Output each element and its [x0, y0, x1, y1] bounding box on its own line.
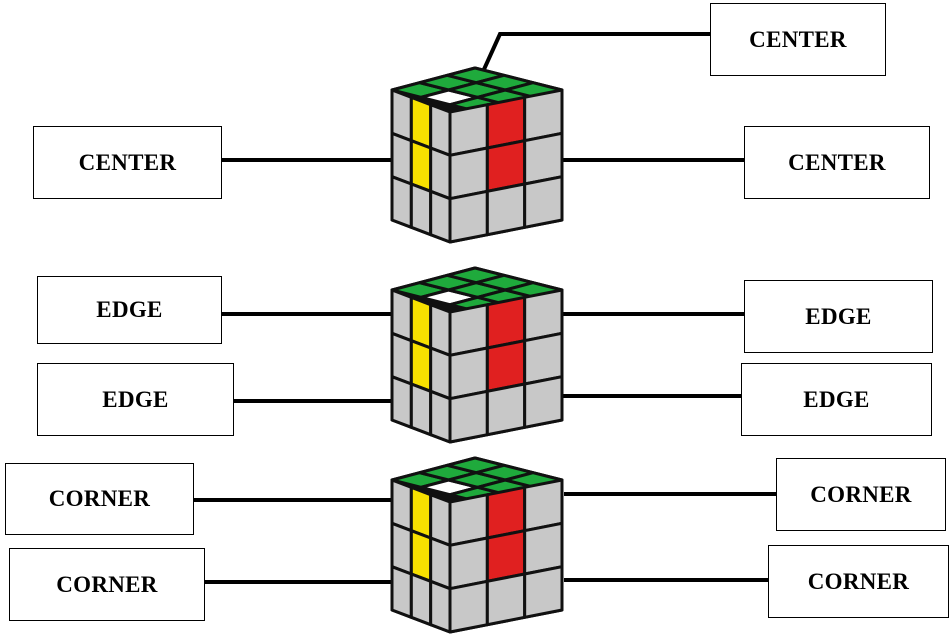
center-label-right: CENTER: [744, 126, 930, 199]
cube-left-sticker: [390, 375, 413, 429]
edge-label-right-bottom: EDGE: [741, 363, 932, 436]
cube-right-sticker: [448, 579, 489, 634]
edge-label-left-bottom: EDGE: [37, 363, 234, 436]
rubiks-cube-image: [390, 456, 564, 634]
cube-left-sticker: [409, 182, 433, 237]
cube-right-sticker: [448, 389, 489, 444]
cube-left-sticker: [409, 572, 433, 627]
center-label-left: CENTER: [33, 126, 222, 199]
center-label-top: CENTER: [710, 3, 886, 76]
corner-label-right-top: CORNER: [776, 458, 946, 531]
edge-label-right-top: EDGE: [744, 280, 933, 353]
corner-label-left-bottom: CORNER: [9, 548, 205, 621]
cube-left-sticker: [390, 175, 413, 229]
corner-label-right-bottom: CORNER: [768, 545, 949, 618]
cube-left-sticker: [409, 382, 433, 437]
edge-label-left-top: EDGE: [37, 276, 222, 344]
cube-right-sticker: [523, 175, 564, 229]
cube-left-sticker: [429, 389, 452, 444]
cube-left-sticker: [429, 189, 452, 244]
cube-right-sticker: [523, 375, 564, 429]
rubiks-cube-image: [390, 66, 564, 244]
cube-left-sticker: [429, 579, 452, 634]
cube-left-sticker: [390, 565, 413, 619]
cube-right-sticker: [485, 182, 527, 237]
line-center-top: [478, 32, 712, 79]
rubiks-cube-image: [390, 266, 564, 444]
cube-right-sticker: [485, 382, 527, 437]
cube-right-sticker: [448, 189, 489, 244]
cube-right-sticker: [485, 572, 527, 627]
cube-right-sticker: [523, 565, 564, 619]
corner-label-left-top: CORNER: [5, 463, 194, 535]
